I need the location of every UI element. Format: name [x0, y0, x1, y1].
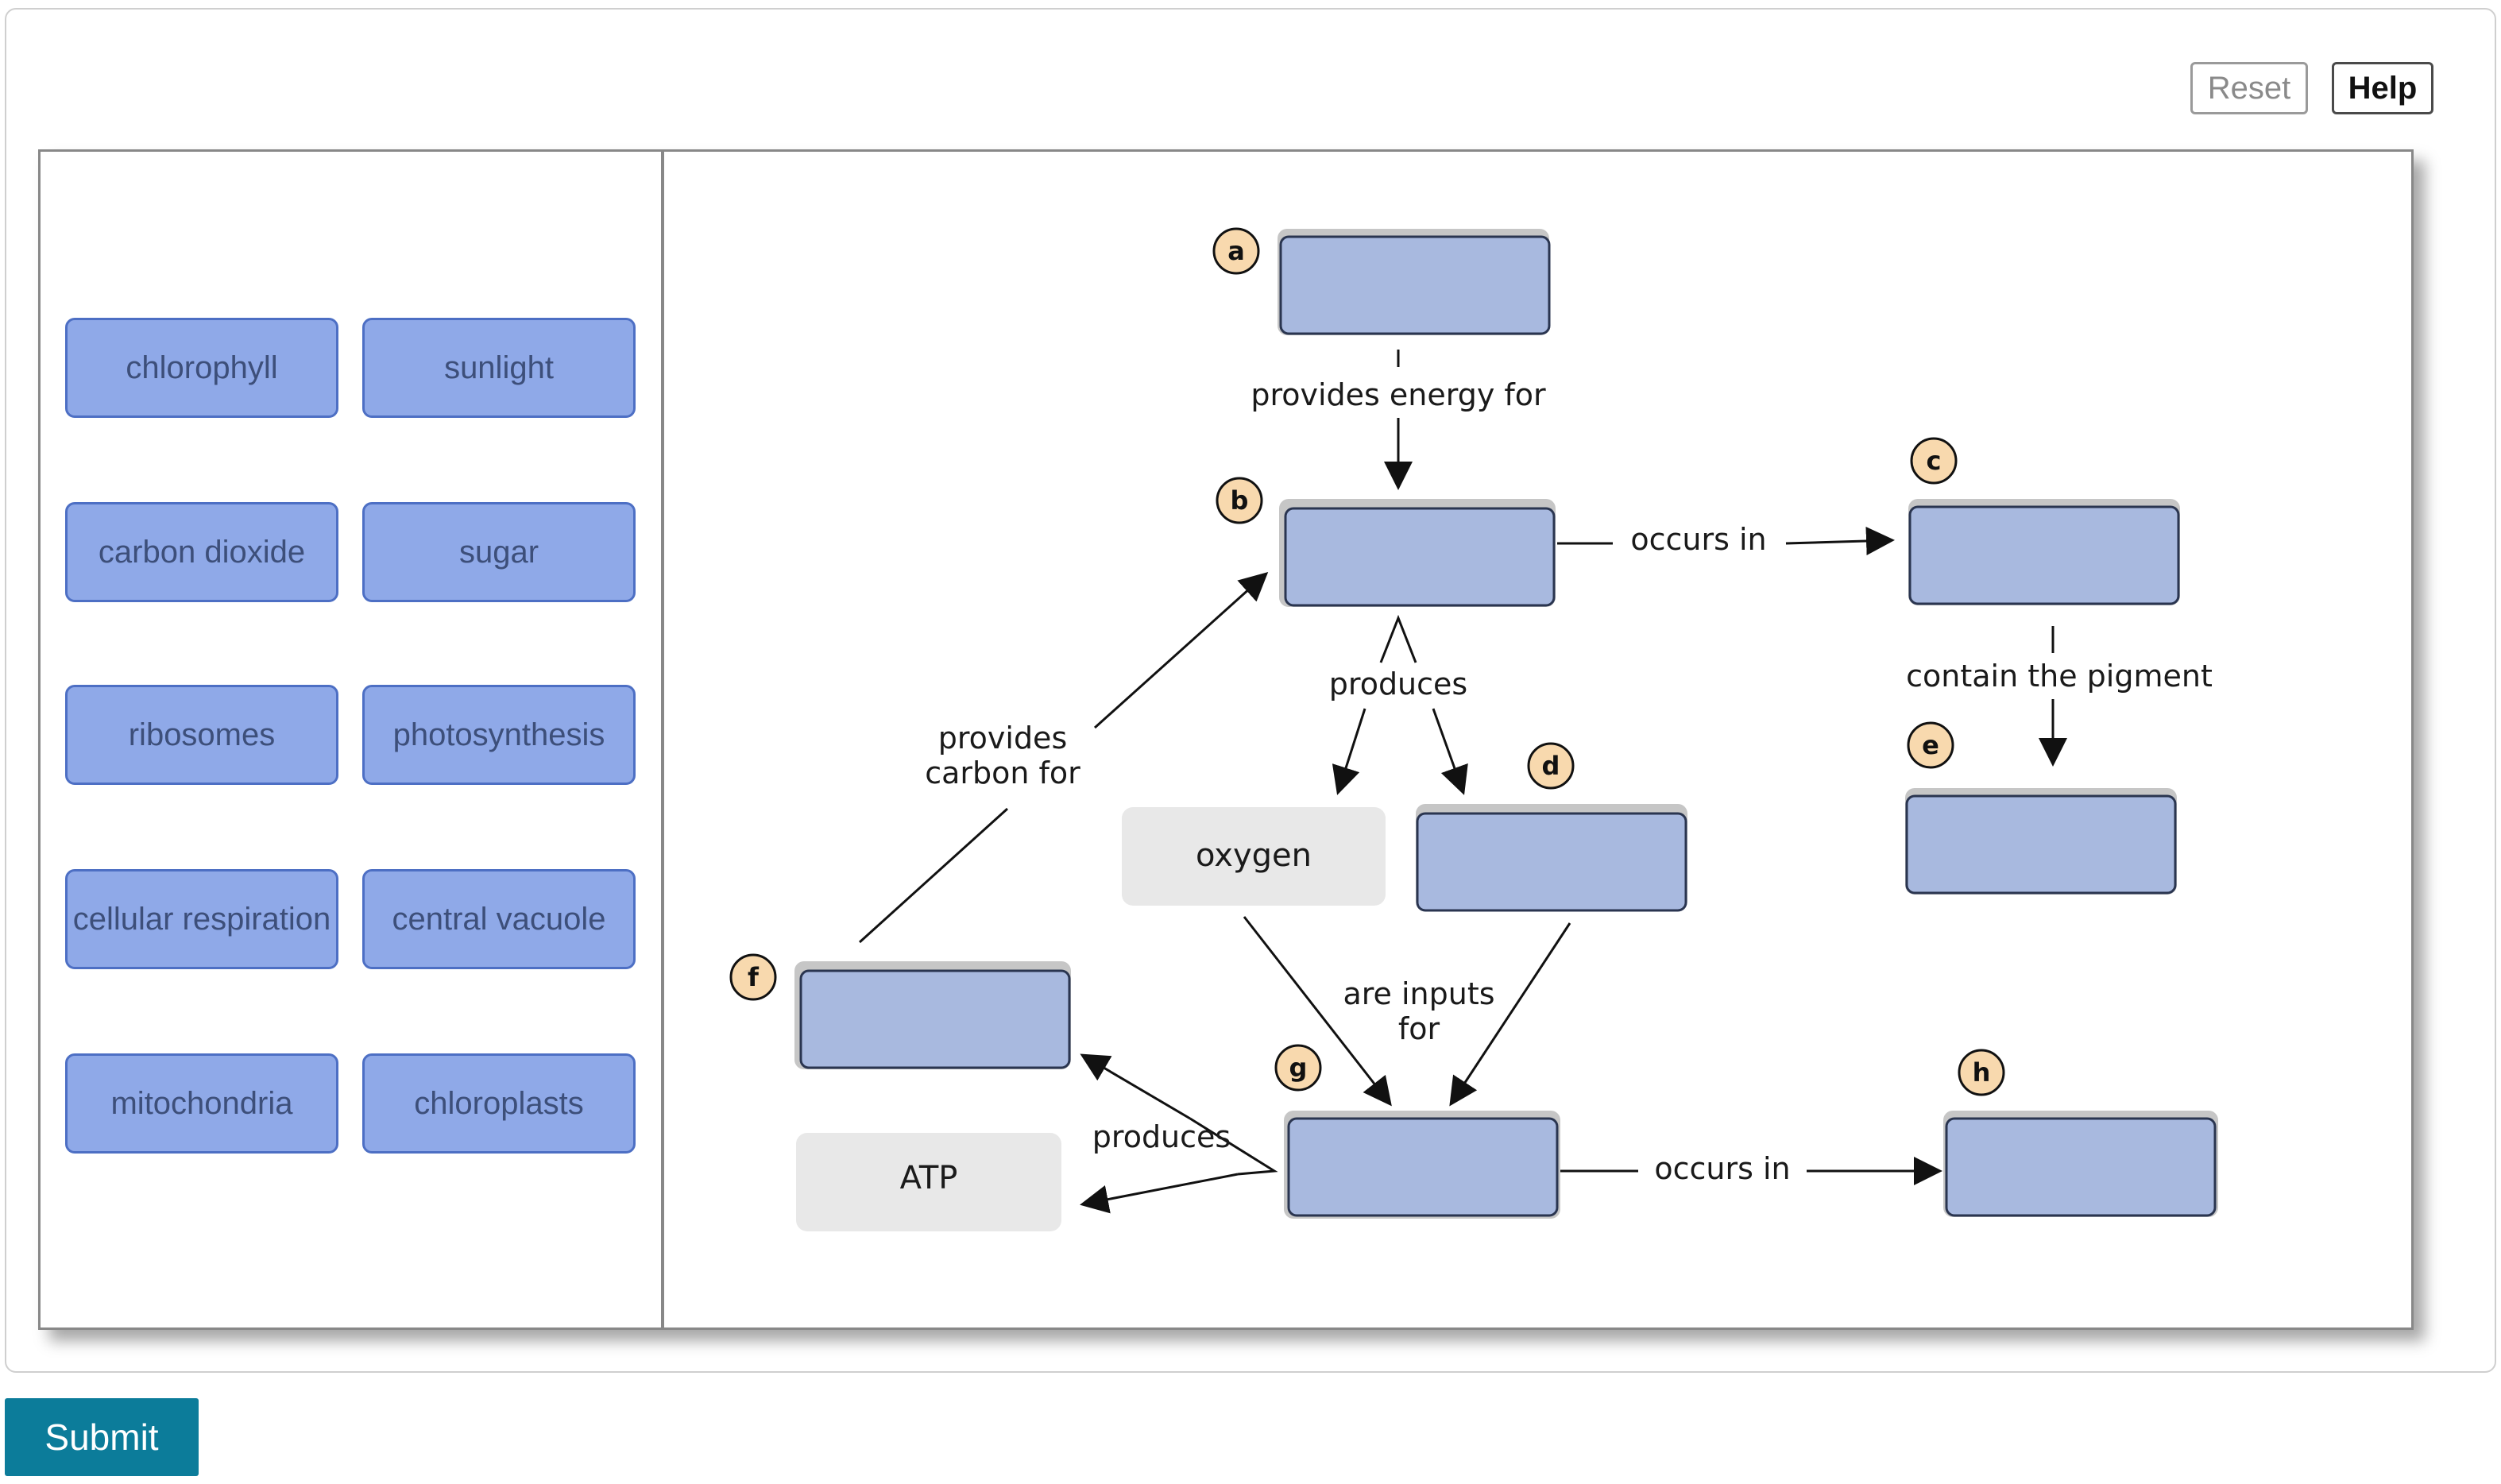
- fixed-term-oxygen: oxygen: [1122, 807, 1386, 906]
- drop-target-d[interactable]: [1416, 804, 1687, 912]
- help-button[interactable]: Help: [2332, 62, 2433, 114]
- submit-button[interactable]: Submit: [5, 1398, 199, 1476]
- target-letter-d: d: [1527, 742, 1575, 790]
- drop-target-a[interactable]: [1278, 229, 1551, 335]
- label-tile-cellular-respiration[interactable]: cellular respiration: [65, 869, 338, 969]
- label-tile-chlorophyll[interactable]: chlorophyll: [65, 318, 338, 418]
- target-letter-e: e: [1907, 721, 1954, 769]
- reset-button[interactable]: Reset: [2190, 62, 2308, 114]
- label-tile-mitochondria[interactable]: mitochondria: [65, 1053, 338, 1154]
- label-tile-chloroplasts[interactable]: chloroplasts: [362, 1053, 636, 1154]
- svg-text:f: f: [748, 962, 760, 992]
- drop-target-e[interactable]: [1905, 788, 2177, 895]
- target-letter-h: h: [1958, 1049, 2005, 1096]
- link-label-are-inputs: are inputs: [1343, 976, 1494, 1011]
- label-tile-carbon-dioxide[interactable]: carbon dioxide: [65, 502, 338, 602]
- svg-text:e: e: [1922, 730, 1939, 760]
- link-label-produces-top: produces: [1329, 667, 1467, 701]
- svg-text:ATP: ATP: [900, 1160, 958, 1196]
- label-tile-sugar[interactable]: sugar: [362, 502, 636, 602]
- svg-text:g: g: [1289, 1053, 1308, 1083]
- target-letter-b: b: [1216, 477, 1263, 524]
- target-letter-a: a: [1212, 227, 1260, 275]
- label-tile-ribosomes[interactable]: ribosomes: [65, 685, 338, 785]
- label-tile-sunlight[interactable]: sunlight: [362, 318, 636, 418]
- drop-target-c[interactable]: [1908, 499, 2180, 605]
- link-label-produces-bottom: produces: [1092, 1119, 1231, 1154]
- svg-text:d: d: [1542, 751, 1560, 781]
- link-label-provides-energy-for: provides energy for: [1250, 377, 1546, 412]
- fixed-term-atp: ATP: [796, 1133, 1061, 1231]
- drop-target-b[interactable]: [1279, 499, 1556, 607]
- link-label-provides: provides: [938, 721, 1068, 756]
- link-label-for: for: [1398, 1011, 1440, 1046]
- svg-text:c: c: [1927, 446, 1942, 476]
- link-label-occurs-in-bottom: occurs in: [1654, 1151, 1790, 1186]
- target-letter-c: c: [1910, 437, 1958, 485]
- drop-target-g[interactable]: [1284, 1111, 1560, 1219]
- svg-text:oxygen: oxygen: [1196, 837, 1312, 874]
- drop-target-f[interactable]: [794, 961, 1071, 1069]
- link-label-contain-the-pigment: contain the pigment: [1906, 659, 2213, 694]
- svg-text:h: h: [1973, 1057, 1991, 1088]
- label-tile-photosynthesis[interactable]: photosynthesis: [362, 685, 636, 785]
- link-label-occurs-in-top: occurs in: [1630, 522, 1766, 557]
- svg-text:b: b: [1231, 485, 1249, 516]
- drop-target-h[interactable]: [1943, 1111, 2218, 1217]
- label-tile-central-vacuole[interactable]: central vacuole: [362, 869, 636, 969]
- target-letter-g: g: [1274, 1044, 1322, 1092]
- panel-divider: [661, 149, 664, 1330]
- svg-text:a: a: [1227, 236, 1245, 266]
- connector-lines: [858, 350, 2067, 1214]
- link-label-carbon-for: carbon for: [925, 756, 1080, 790]
- target-letter-f: f: [729, 953, 777, 1001]
